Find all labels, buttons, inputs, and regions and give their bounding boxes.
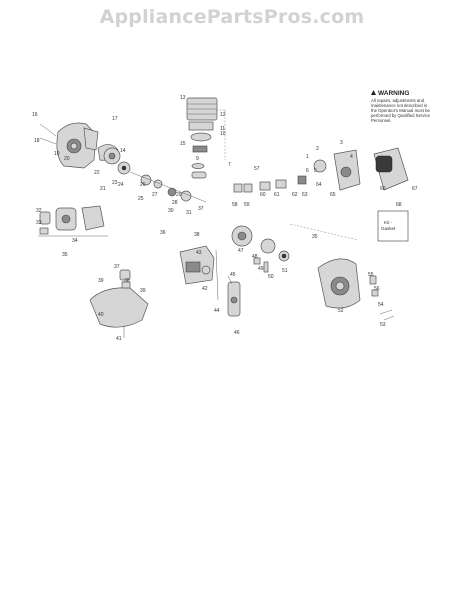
callout: 1 bbox=[306, 154, 309, 160]
watermark: AppliancePartsPros.com bbox=[99, 6, 365, 28]
carburetor-assembly bbox=[179, 245, 241, 317]
callout: 41 bbox=[116, 336, 122, 342]
callout: 61 bbox=[274, 192, 280, 198]
callout: 9 bbox=[196, 156, 199, 162]
callout: 14 bbox=[120, 148, 126, 154]
callout: 68 bbox=[396, 202, 402, 208]
callout: 12 bbox=[220, 112, 226, 118]
callout: 3 bbox=[340, 140, 343, 146]
callout: 54 bbox=[378, 302, 384, 308]
fan-housing bbox=[289, 223, 361, 309]
callout: 37 bbox=[114, 264, 120, 270]
callout: 33 bbox=[36, 220, 42, 226]
callout: 56 bbox=[374, 286, 380, 292]
callout: 63 bbox=[302, 192, 308, 198]
callout: 55 bbox=[368, 272, 374, 278]
callout: 51 bbox=[282, 268, 288, 274]
callout: 7 bbox=[228, 162, 231, 168]
warning-title: WARNING bbox=[378, 90, 409, 97]
callout: 38 bbox=[124, 278, 130, 284]
callout: 60 bbox=[260, 192, 266, 198]
callout: 32 bbox=[36, 208, 42, 214]
callout: 50 bbox=[268, 274, 274, 280]
callout: 6 bbox=[306, 168, 309, 174]
cylinder-assembly bbox=[186, 97, 226, 179]
callout: 52 bbox=[338, 308, 344, 314]
callout: 25 bbox=[138, 196, 144, 202]
callout: 21 bbox=[100, 186, 106, 192]
callout: 2 bbox=[316, 146, 319, 152]
callout: 53 bbox=[380, 322, 386, 328]
callout: 65 bbox=[330, 192, 336, 198]
callout-labels: 13 12 11 10 15 9 7 17 16 18 19 20 22 14 … bbox=[32, 95, 418, 342]
warning-line: All repairs, adjustments and bbox=[371, 98, 425, 103]
callout: 35 bbox=[312, 234, 318, 240]
callout: 4 bbox=[350, 154, 353, 160]
callout: 26 bbox=[140, 182, 146, 188]
kit-line1: Kit - bbox=[384, 220, 393, 225]
warning-line: the Operator's Manual must be bbox=[371, 108, 430, 113]
callout: 58 bbox=[232, 202, 238, 208]
fuel-tank bbox=[89, 269, 149, 338]
muffler-parts bbox=[38, 205, 108, 237]
callout: 23 bbox=[112, 180, 118, 186]
callout: 35 bbox=[62, 252, 68, 258]
engine-housing bbox=[39, 122, 119, 169]
kit-line2: Gasket bbox=[381, 226, 396, 231]
callout: 17 bbox=[112, 116, 118, 122]
callout: 47 bbox=[238, 248, 244, 254]
callout: 40 bbox=[98, 312, 104, 318]
warning-line: Personnel. bbox=[371, 118, 392, 123]
warning-block: WARNING All repairs, adjustments and mai… bbox=[371, 90, 431, 123]
callout: 29 bbox=[176, 192, 182, 198]
callout: 5 bbox=[314, 168, 317, 174]
callout: 44 bbox=[214, 308, 220, 314]
callout: 31 bbox=[186, 210, 192, 216]
callout: 39 bbox=[140, 288, 146, 294]
clutch-assembly bbox=[231, 225, 290, 273]
callout: 20 bbox=[64, 156, 70, 162]
small-components bbox=[233, 147, 409, 193]
callout: 46 bbox=[234, 330, 240, 336]
callout: 28 bbox=[172, 200, 178, 206]
callout: 43 bbox=[196, 250, 202, 256]
callout: 30 bbox=[168, 208, 174, 214]
callout: 62 bbox=[292, 192, 298, 198]
starter-parts bbox=[103, 147, 207, 203]
callout: 22 bbox=[94, 170, 100, 176]
callout: 36 bbox=[160, 230, 166, 236]
callout: 67 bbox=[412, 186, 418, 192]
callout: 11 bbox=[220, 126, 225, 132]
callout: 13 bbox=[180, 95, 186, 101]
callout: 19 bbox=[54, 151, 60, 157]
warning-triangle-icon bbox=[371, 90, 376, 95]
callout: 18 bbox=[34, 138, 40, 144]
kit-gasket-box: Kit - Gasket bbox=[377, 210, 409, 242]
callout: 15 bbox=[180, 141, 186, 147]
callout: 57 bbox=[254, 166, 260, 172]
callout: 38 bbox=[194, 232, 200, 238]
callout: 64 bbox=[316, 182, 322, 188]
callout: 42 bbox=[202, 286, 208, 292]
callout: 59 bbox=[244, 202, 250, 208]
warning-line: maintenance not described in bbox=[371, 103, 428, 108]
callout: 10 bbox=[220, 131, 226, 137]
callout: 24 bbox=[118, 182, 124, 188]
callout: 37 bbox=[198, 206, 204, 212]
callout: 16 bbox=[32, 112, 38, 118]
callout: 39 bbox=[98, 278, 104, 284]
callout: 49 bbox=[258, 266, 264, 272]
callout: 45 bbox=[230, 272, 236, 278]
bolts-right bbox=[369, 275, 395, 321]
warning-line: performed by Qualified Service bbox=[371, 113, 431, 118]
callout: 66 bbox=[380, 186, 386, 192]
callout: 48 bbox=[252, 254, 258, 260]
callout: 34 bbox=[72, 238, 78, 244]
callout: 27 bbox=[152, 192, 158, 198]
